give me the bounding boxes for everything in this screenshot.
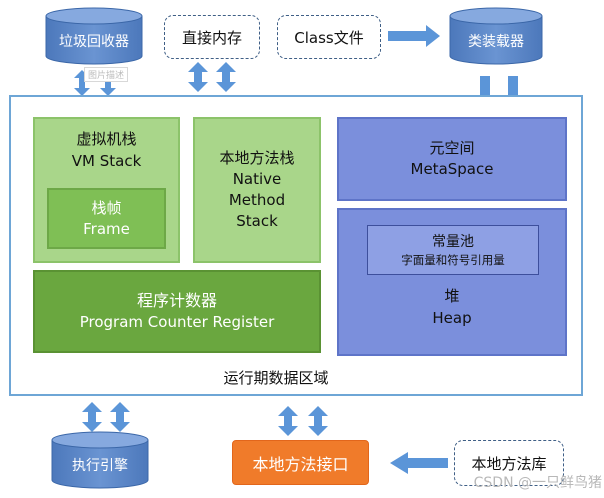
- constant-pool-box: 常量池 字面量和符号引用量: [367, 225, 539, 275]
- class-loader-cylinder: [449, 7, 543, 65]
- native-stack-line4: Stack: [236, 212, 278, 230]
- class-file-box: Class文件: [277, 15, 381, 59]
- native-library-box: 本地方法库: [454, 440, 564, 486]
- class-loader-label: 类装载器: [468, 34, 524, 50]
- native-method-stack-box: 本地方法栈 Native Method Stack: [193, 117, 321, 263]
- vm-stack-title: 虚拟机栈: [76, 130, 137, 148]
- constant-pool-subtitle: 字面量和符号引用量: [401, 253, 505, 267]
- watermark-text: CSDN @一只鲜鸟猪: [473, 475, 602, 491]
- runtime-area-label: 运行期数据区域: [223, 369, 329, 387]
- native-stack-line2: Native: [232, 170, 282, 188]
- vm-stack-box: 虚拟机栈 VM Stack 栈帧 Frame: [33, 117, 180, 263]
- native-stack-line1: 本地方法栈: [219, 149, 295, 167]
- constant-pool-title: 常量池: [432, 234, 474, 250]
- native-interface-box: 本地方法接口: [232, 440, 369, 485]
- pc-register-title: 程序计数器: [136, 291, 217, 310]
- exec-engine-double-arrows: [82, 402, 130, 432]
- metaspace-box: 元空间 MetaSpace: [337, 117, 567, 201]
- direct-memory-box: 直接内存: [164, 15, 260, 59]
- gc-connector-caption: 图片描述: [84, 67, 129, 82]
- native-library-to-interface-arrow: [390, 452, 448, 474]
- exec-engine-cylinder: [51, 431, 149, 489]
- heap-subtitle: Heap: [432, 309, 472, 327]
- metaspace-subtitle: MetaSpace: [410, 160, 494, 178]
- gc-cylinder: [45, 7, 143, 65]
- frame-title: 栈帧: [91, 198, 122, 217]
- vm-stack-subtitle: VM Stack: [71, 152, 142, 170]
- pc-register-subtitle: Program Counter Register: [79, 313, 275, 331]
- pc-register-box: 程序计数器 Program Counter Register: [33, 270, 321, 353]
- gc-label: 垃圾回收器: [59, 34, 129, 50]
- frame-box: 栈帧 Frame: [47, 188, 166, 249]
- heap-box: 常量池 字面量和符号引用量 堆 Heap: [337, 208, 567, 356]
- native-interface-double-arrows: [278, 406, 328, 436]
- direct-memory-double-arrows: [188, 62, 236, 92]
- frame-subtitle: Frame: [83, 219, 130, 238]
- exec-engine-label: 执行引擎: [72, 458, 128, 474]
- metaspace-title: 元空间: [429, 139, 475, 157]
- class-file-to-loader-arrow: [388, 25, 440, 47]
- heap-title: 堆: [444, 287, 460, 305]
- native-stack-line3: Method: [228, 191, 286, 209]
